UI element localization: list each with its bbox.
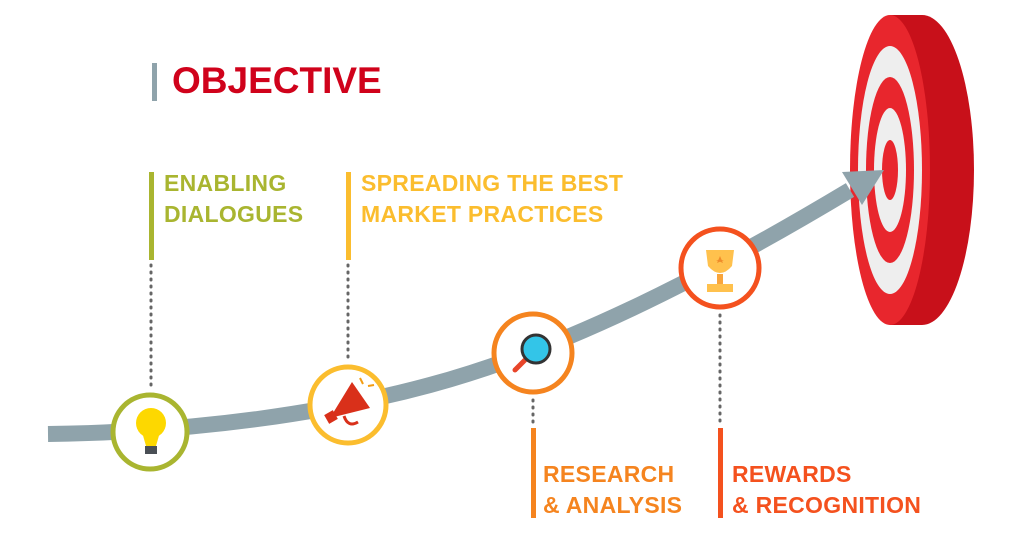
title-bar	[152, 63, 157, 101]
step-3-line1: RESEARCH	[543, 461, 675, 487]
step-3-line2: & ANALYSIS	[543, 492, 683, 518]
step-label-1: ENABLING DIALOGUES	[152, 168, 303, 230]
step-4-line2: & RECOGNITION	[732, 492, 922, 518]
magnifier-icon	[512, 333, 552, 373]
megaphone-icon	[324, 377, 375, 426]
dotted-connectors	[149, 263, 722, 426]
arrow-head-icon	[842, 170, 884, 205]
target-icon	[850, 15, 974, 325]
trophy-icon	[706, 250, 734, 292]
step-bar-2	[346, 172, 351, 260]
step-label-3: RESEARCH & ANALYSIS	[531, 459, 682, 521]
page-title: OBJECTIVE	[172, 60, 382, 101]
step-bar-1	[149, 172, 154, 260]
step-1-line1: ENABLING	[164, 170, 287, 196]
step-2-line1: SPREADING THE BEST	[361, 170, 624, 196]
lightbulb-icon	[136, 408, 166, 454]
step-2-line2: MARKET PRACTICES	[361, 201, 604, 227]
step-bar-3	[531, 428, 536, 518]
step-label-4: REWARDS & RECOGNITION	[720, 459, 921, 521]
step-4-line1: REWARDS	[732, 461, 852, 487]
step-bar-4	[718, 428, 723, 518]
step-label-2: SPREADING THE BEST MARKET PRACTICES	[349, 168, 623, 230]
step-1-line2: DIALOGUES	[164, 201, 304, 227]
